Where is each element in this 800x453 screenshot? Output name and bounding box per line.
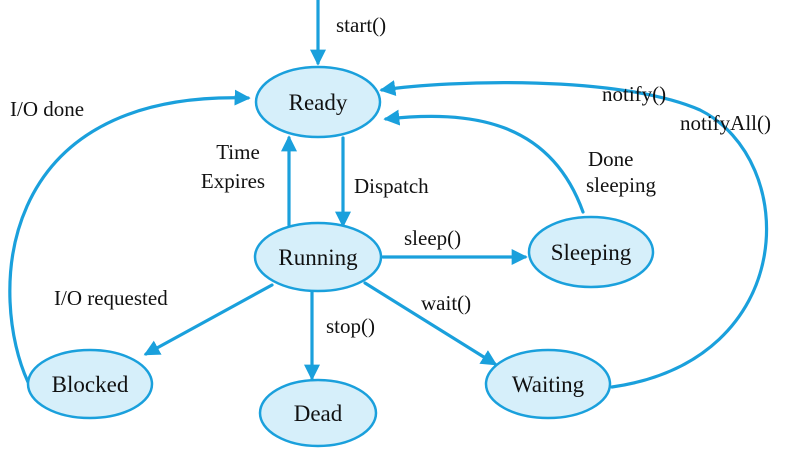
state-sleeping-label: Sleeping <box>551 240 632 265</box>
edge-notify <box>379 80 769 389</box>
label-time-expires-line1: Time <box>216 140 260 164</box>
state-waiting-label: Waiting <box>512 372 585 397</box>
state-ready-node <box>254 65 382 139</box>
label-stop: stop() <box>326 314 375 338</box>
label-notify-line1: notify() <box>602 82 666 106</box>
label-done-sleeping-line2: sleeping <box>586 173 656 197</box>
label-notify-line2: notifyAll() <box>680 111 771 135</box>
state-dead-label: Dead <box>294 401 343 426</box>
state-running-label: Running <box>278 245 358 270</box>
edge-io-requested <box>143 283 274 356</box>
state-waiting-node <box>484 348 612 420</box>
state-ready-label: Ready <box>289 90 348 115</box>
label-time-expires-line2: Expires <box>201 169 265 193</box>
label-done-sleeping-line1: Done <box>588 147 634 171</box>
label-io-requested: I/O requested <box>54 286 168 310</box>
state-dead-node <box>258 378 378 448</box>
state-blocked-node <box>26 348 154 420</box>
label-dispatch: Dispatch <box>354 174 429 198</box>
label-sleep: sleep() <box>404 226 461 250</box>
edge-done-sleeping <box>383 109 585 214</box>
edge-io-done <box>8 89 251 384</box>
label-io-done: I/O done <box>10 97 84 121</box>
state-sleeping-node <box>527 215 655 289</box>
state-running-node <box>253 221 383 293</box>
edge-wait <box>363 281 498 366</box>
state-blocked-label: Blocked <box>52 372 129 397</box>
label-wait: wait() <box>421 291 471 315</box>
label-start: start() <box>336 13 386 37</box>
